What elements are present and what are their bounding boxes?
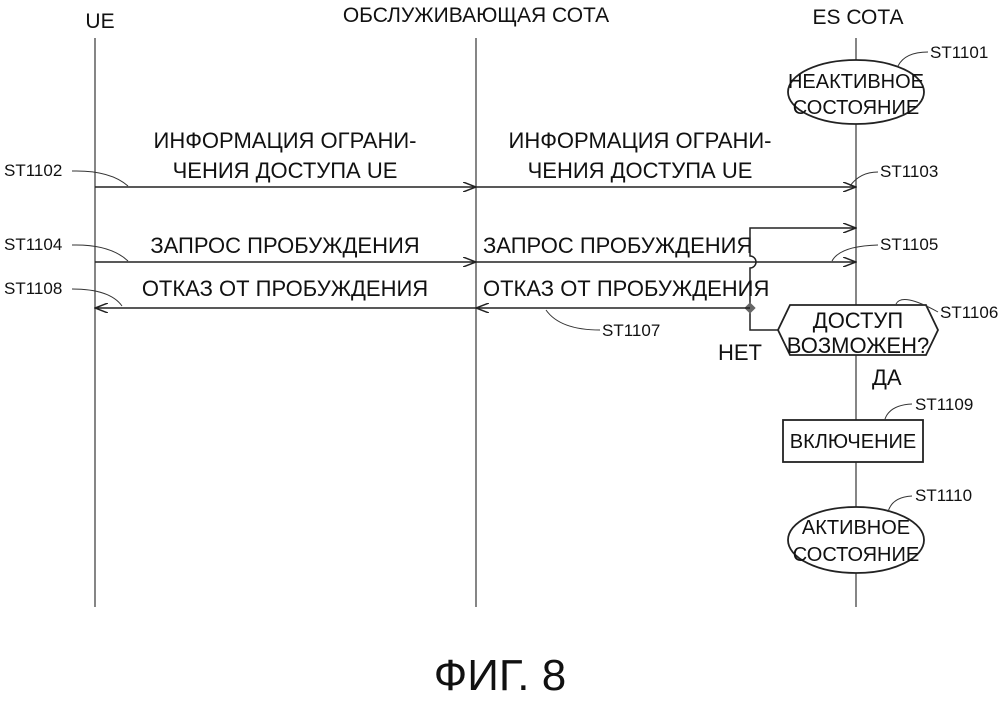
access-info-msg1-line1: ИНФОРМАЦИЯ ОГРАНИ- xyxy=(154,128,417,153)
st1104-leader xyxy=(72,245,128,261)
figure-caption: ФИГ. 8 xyxy=(434,651,566,700)
wakeup-request-msg1: ЗАПРОС ПРОБУЖДЕНИЯ xyxy=(150,233,419,258)
inactive-state-line2: СОСТОЯНИЕ xyxy=(793,97,919,119)
active-state-line2: СОСТОЯНИЕ xyxy=(793,544,919,566)
decision-yes-label: ДА xyxy=(872,365,902,390)
step-id-st1106: ST1106 xyxy=(940,303,998,322)
step-id-st1103: ST1103 xyxy=(880,162,938,181)
step-id-st1105: ST1105 xyxy=(880,235,938,254)
step-id-st1109: ST1109 xyxy=(915,395,973,414)
no-branch-line xyxy=(750,308,778,330)
wakeup-reject-msg2: ОТКАЗ ОТ ПРОБУЖДЕНИЯ xyxy=(483,276,769,301)
step-id-st1104: ST1104 xyxy=(4,235,62,254)
access-info-msg2-line1: ИНФОРМАЦИЯ ОГРАНИ- xyxy=(509,128,772,153)
lifeline-ue-label: UE xyxy=(85,10,114,33)
st1110-leader xyxy=(888,496,912,512)
step-id-st1102: ST1102 xyxy=(4,161,62,180)
access-decision-line1: ДОСТУП xyxy=(813,308,903,333)
step-id-st1101: ST1101 xyxy=(930,43,988,62)
power-on-label: ВКЛЮЧЕНИЕ xyxy=(790,431,916,453)
inactive-state-line1: НЕАКТИВНОЕ xyxy=(788,71,924,93)
st1105-leader xyxy=(832,245,878,261)
step-id-st1108: ST1108 xyxy=(4,279,62,298)
wakeup-request-msg2: ЗАПРОС ПРОБУЖДЕНИЯ xyxy=(483,233,752,258)
access-info-msg1-line2: ЧЕНИЯ ДОСТУПА UE xyxy=(173,158,398,183)
st1107-leader xyxy=(546,310,600,330)
lifeline-es-cell-label: ES СОТА xyxy=(812,6,903,29)
decision-no-label: НЕТ xyxy=(718,340,762,365)
access-info-msg2-line2: ЧЕНИЯ ДОСТУПА UE xyxy=(528,158,753,183)
st1102-leader xyxy=(72,171,128,186)
st1101-leader xyxy=(898,52,928,66)
lifeline-serving-cell-label: ОБСЛУЖИВАЮЩАЯ СОТА xyxy=(343,4,609,27)
wakeup-reject-msg1: ОТКАЗ ОТ ПРОБУЖДЕНИЯ xyxy=(142,276,428,301)
st1103-leader xyxy=(850,172,878,186)
active-state-line1: АКТИВНОЕ xyxy=(802,517,910,539)
st1109-leader xyxy=(885,404,912,419)
access-decision-line2: ВОЗМОЖЕН? xyxy=(787,333,929,358)
st1108-leader xyxy=(72,289,122,306)
step-id-st1110: ST1110 xyxy=(915,486,972,505)
step-id-st1107: ST1107 xyxy=(602,321,660,340)
